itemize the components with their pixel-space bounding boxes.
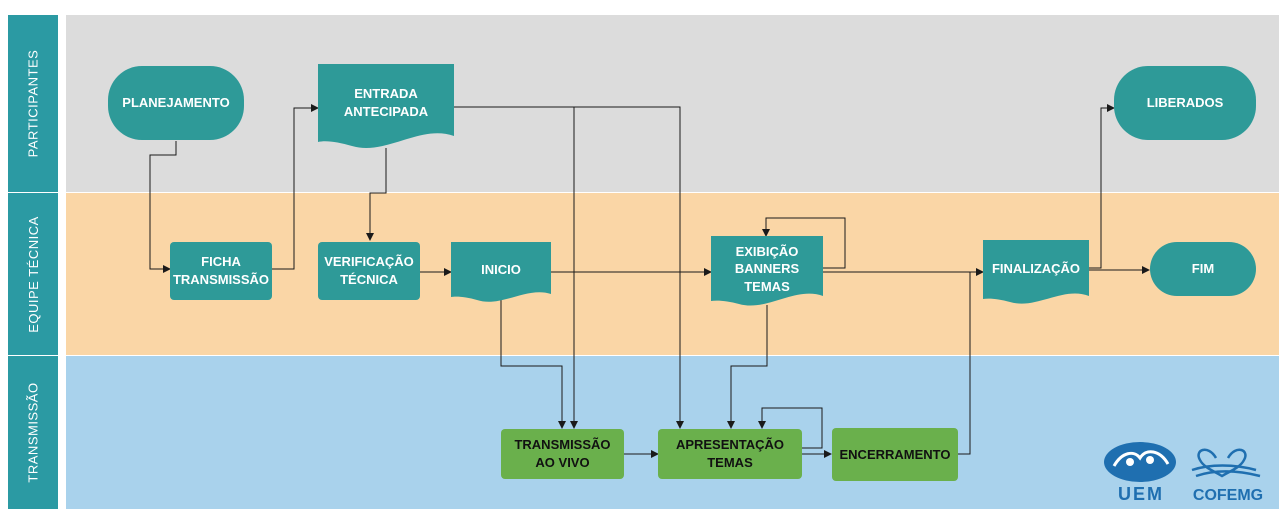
node-encerramento-label: ENCERRAMENTO	[839, 446, 951, 462]
lane-transmissao-label: TRANSMISSÃO	[25, 382, 41, 483]
node-fim[interactable]: FIM	[1150, 242, 1256, 296]
uem-emblem-icon: UEM	[1104, 442, 1176, 504]
node-transmissao-ao-vivo-label: TRANSMISSÃO AO VIVO	[514, 437, 611, 470]
node-ficha-transmissao-label: FICHA TRANSMISSÃO	[172, 254, 270, 287]
lane-participantes-label: PARTICIPANTES	[25, 49, 41, 158]
document-shape	[711, 236, 823, 306]
lane-transmissao-header: TRANSMISSÃO	[8, 356, 58, 509]
node-liberados-label: LIBERADOS	[1146, 95, 1224, 111]
lane-equipe-tecnica-header: EQUIPE TÉCNICA	[8, 193, 58, 355]
node-finalizacao[interactable]: FINALIZAÇÃO	[983, 240, 1089, 306]
lane-participantes-header: PARTICIPANTES	[8, 15, 58, 192]
node-planejamento[interactable]: PLANEJAMENTO	[108, 66, 244, 140]
node-planejamento-label: PLANEJAMENTO	[122, 95, 230, 111]
cofemg-logo-text: COFEMG	[1193, 487, 1263, 504]
node-exibicao-banners-temas[interactable]: EXIBIÇÃO BANNERS TEMAS	[711, 236, 823, 308]
cofemg-logo: COFEMG	[1186, 442, 1270, 506]
uem-logo: UEM	[1100, 440, 1182, 506]
node-entrada-antecipada-label: ENTRADA ANTECIPADA	[343, 86, 429, 119]
node-apresentacao-temas-label: APRESENTAÇÃO TEMAS	[675, 437, 785, 470]
node-inicio[interactable]: INICIO	[451, 242, 551, 304]
node-exibicao-banners-temas-label: EXIBIÇÃO BANNERS TEMAS	[734, 243, 800, 294]
node-verificacao-tecnica[interactable]: VERIFICAÇÃO TÉCNICA	[318, 242, 420, 300]
lane-participantes-background	[66, 15, 1279, 192]
node-liberados[interactable]: LIBERADOS	[1114, 66, 1256, 140]
node-apresentacao-temas[interactable]: APRESENTAÇÃO TEMAS	[658, 429, 802, 479]
lane-transmissao: TRANSMISSÃO	[8, 356, 1279, 509]
node-ficha-transmissao[interactable]: FICHA TRANSMISSÃO	[170, 242, 272, 300]
document-shape	[983, 240, 1089, 304]
node-fim-label: FIM	[1191, 261, 1215, 277]
lane-equipe-tecnica-label: EQUIPE TÉCNICA	[25, 215, 41, 333]
document-shape	[318, 64, 454, 148]
node-inicio-label: INICIO	[481, 262, 521, 278]
node-encerramento[interactable]: ENCERRAMENTO	[832, 428, 958, 481]
uem-logo-text: UEM	[1118, 484, 1164, 504]
node-verificacao-tecnica-label: VERIFICAÇÃO TÉCNICA	[324, 254, 414, 287]
cofemg-emblem-icon: COFEMG	[1191, 448, 1263, 504]
node-transmissao-ao-vivo[interactable]: TRANSMISSÃO AO VIVO	[501, 429, 624, 479]
node-entrada-antecipada[interactable]: ENTRADA ANTECIPADA	[318, 64, 454, 150]
node-finalizacao-label: FINALIZAÇÃO	[991, 261, 1081, 277]
document-shape	[451, 242, 551, 302]
